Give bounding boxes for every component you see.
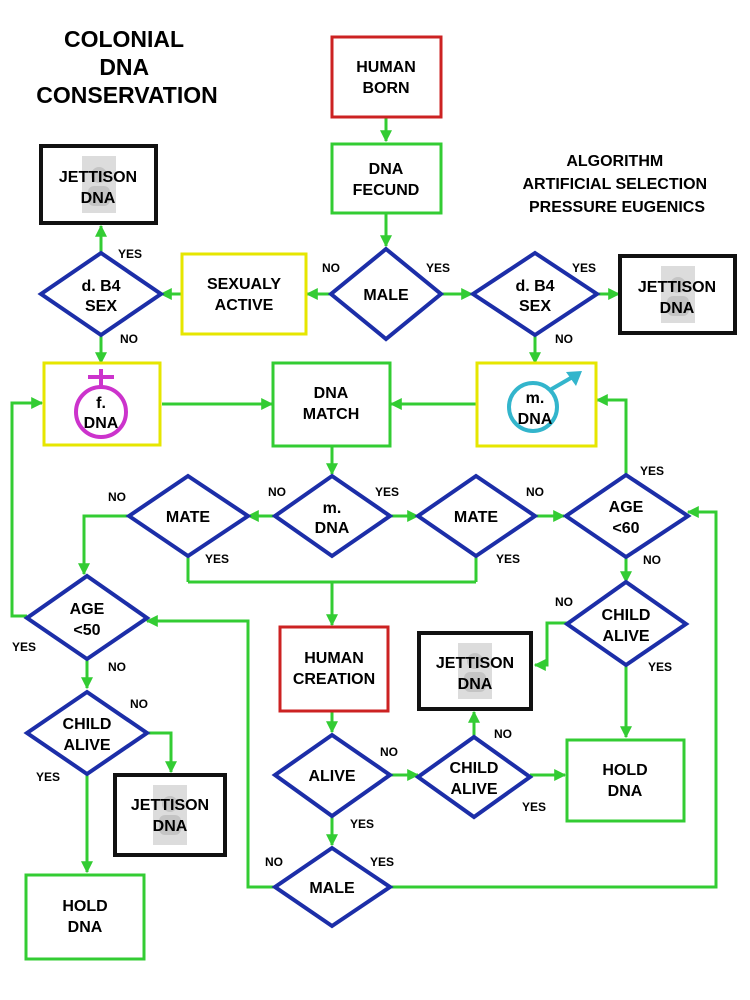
svg-text:MALE: MALE <box>363 287 409 304</box>
label-childl-yes: YES <box>36 770 60 784</box>
label-age50-no: NO <box>108 660 126 674</box>
decision-male-bottom: MALE <box>271 845 394 929</box>
chart-subtitle: ALGORITHM ARTIFICIAL SELECTION PRESSURE … <box>522 153 711 216</box>
label-db4right-no: NO <box>555 332 573 346</box>
decision-m-dna: m.DNA <box>271 473 394 559</box>
node-f-dna: f.DNA <box>42 361 162 447</box>
label-childl-no: NO <box>130 697 148 711</box>
label-materight-yes: YES <box>496 552 520 566</box>
decision-mate-right: MATE <box>414 473 539 559</box>
label-alive-yes: YES <box>350 817 374 831</box>
svg-text:f.DNA: f.DNA <box>84 395 119 432</box>
label-male-top-yes: YES <box>426 261 450 275</box>
decision-age50: AGE<50 <box>23 573 151 662</box>
svg-text:AGE<60: AGE<60 <box>609 499 644 537</box>
label-age60-no: NO <box>643 553 661 567</box>
label-db4right-yes: YES <box>572 261 596 275</box>
svg-text:MATE: MATE <box>454 509 498 526</box>
node-m-dna: m.DNA <box>475 361 598 448</box>
svg-text:MALE: MALE <box>309 880 355 897</box>
decision-age60: AGE<60 <box>562 472 692 560</box>
edge-labels: NO YES YES NO YES NO NO YES NO YES NO YE… <box>12 247 672 869</box>
label-mateleft-yes: YES <box>205 552 229 566</box>
chart-title: COLONIAL DNA CONSERVATION <box>36 26 217 108</box>
label-childr-no: NO <box>555 595 573 609</box>
label-childm-yes: YES <box>522 800 546 814</box>
edge-age60-yes <box>595 394 628 475</box>
male-symbol-icon <box>507 381 559 433</box>
decision-mate-left: MATE <box>125 473 252 559</box>
svg-text:ALIVE: ALIVE <box>308 768 355 785</box>
edge-male-no <box>145 615 275 889</box>
person-placeholder-icon <box>162 796 178 812</box>
svg-text:m.DNA: m.DNA <box>518 390 553 428</box>
person-placeholder-icon <box>467 653 483 669</box>
label-alive-no: NO <box>380 745 398 759</box>
edge-childl-no <box>146 731 177 774</box>
edge-mateleft-no <box>78 514 130 576</box>
label-materight-no: NO <box>526 485 544 499</box>
label-male-top-no: NO <box>322 261 340 275</box>
label-mateleft-no: NO <box>108 490 126 504</box>
svg-text:AGE<50: AGE<50 <box>70 601 105 639</box>
label-age50-yes: YES <box>12 640 36 654</box>
label-db4left-no: NO <box>120 332 138 346</box>
label-age60-yes: YES <box>640 464 664 478</box>
label-childr-yes: YES <box>648 660 672 674</box>
decision-alive: ALIVE <box>271 732 394 819</box>
edge-age50-yes <box>10 397 44 618</box>
decision-male-top: MALE <box>327 246 445 342</box>
connectors <box>10 117 718 889</box>
svg-text:m.DNA: m.DNA <box>315 500 350 537</box>
label-mdna-yes: YES <box>375 485 399 499</box>
person-placeholder-icon <box>670 277 686 293</box>
svg-text:MATE: MATE <box>166 509 210 526</box>
edge-childr-no <box>533 621 567 671</box>
label-mdna-no: NO <box>268 485 286 499</box>
label-malebot-yes: YES <box>370 855 394 869</box>
label-malebot-no: NO <box>265 855 283 869</box>
person-placeholder-icon <box>91 167 107 183</box>
edge-male-yes <box>390 506 718 889</box>
label-db4left-yes: YES <box>118 247 142 261</box>
label-childm-no: NO <box>494 727 512 741</box>
